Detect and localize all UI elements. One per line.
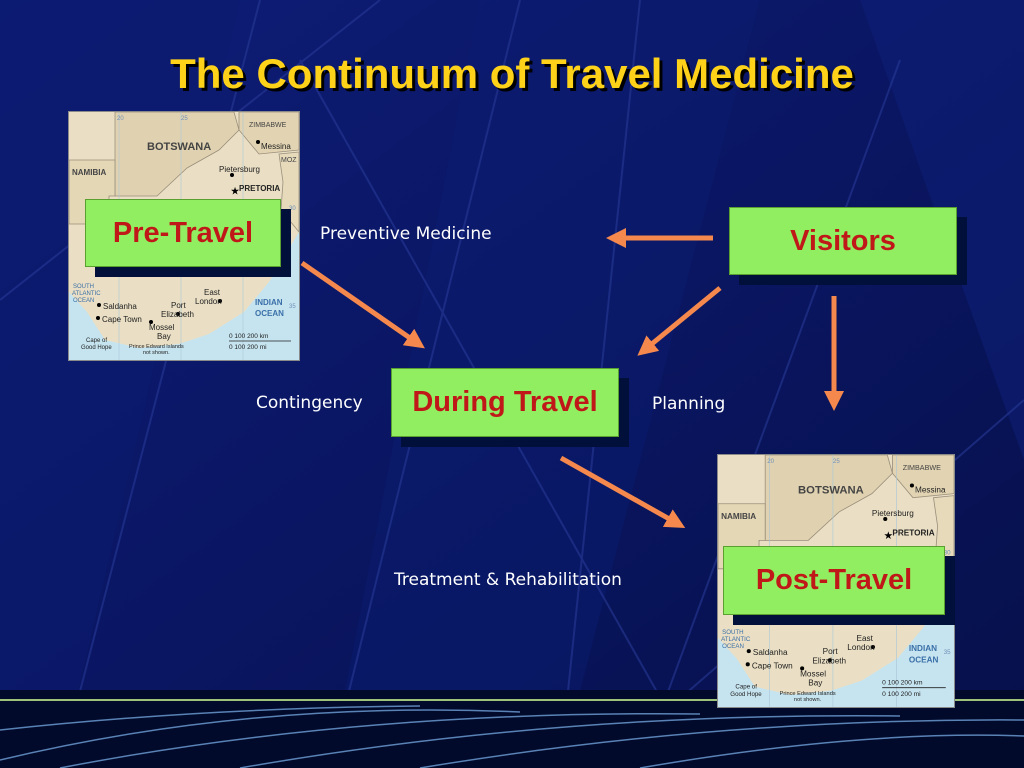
map-label-pretoria: PRETORIA	[239, 184, 280, 193]
map-label-port: Port	[171, 301, 186, 310]
map-label-mossel: Mossel	[800, 670, 826, 679]
pre-travel-box: Pre-Travel	[85, 199, 281, 267]
visitors-box: Visitors	[729, 207, 957, 275]
map-label-not-shown: not shown.	[794, 697, 822, 703]
map-grid-30: 30	[944, 550, 951, 557]
map-label-ocean-indian: OCEAN	[909, 655, 939, 664]
map-label-pretoria: PRETORIA	[892, 528, 934, 537]
map-scale-km: 0 100 200 km	[229, 333, 268, 340]
visitors-label: Visitors	[790, 224, 896, 257]
post-travel-box: Post-Travel	[723, 546, 945, 615]
label-treatment-rehabilitation: Treatment & Rehabilitation	[394, 570, 622, 590]
map-label-elizabeth: Elizabeth	[161, 310, 194, 319]
map-label-london: London	[195, 297, 222, 306]
during-travel-label: During Travel	[412, 386, 598, 418]
map-label-saldanha: Saldanha	[753, 648, 788, 657]
map-label-not-shown: not shown.	[143, 350, 170, 356]
map-label-cape-town: Cape Town	[752, 661, 793, 670]
map-grid-25: 25	[181, 116, 188, 122]
map-label-east: East	[857, 634, 874, 643]
map-label-port: Port	[823, 647, 839, 656]
map-label-bay: Bay	[808, 679, 823, 688]
map-label-london: London	[847, 643, 874, 652]
svg-text:★: ★	[883, 530, 893, 540]
map-grid-20: 20	[767, 458, 774, 465]
map-label-zimbabwe: ZIMBABWE	[249, 122, 287, 129]
map-label-good-hope: Good Hope	[730, 691, 762, 698]
map-label-atlantic: ATLANTIC	[721, 636, 751, 643]
map-label-botswana: BOTSWANA	[147, 141, 211, 153]
map-label-bay: Bay	[157, 332, 171, 341]
map-scale-km: 0 100 200 km	[882, 680, 923, 687]
post-travel-label: Post-Travel	[755, 564, 913, 596]
map-label-namibia: NAMIBIA	[721, 512, 756, 521]
arrow-visitors-to-during	[637, 286, 722, 356]
map-label-zimbabwe: ZIMBABWE	[903, 464, 941, 472]
map-label-elizabeth: Elizabeth	[812, 656, 846, 665]
map-grid-25: 25	[833, 458, 840, 465]
map-label-messina: Messina	[915, 486, 946, 495]
map-grid-35: 35	[944, 649, 951, 656]
map-label-good-hope: Good Hope	[81, 345, 112, 351]
map-label-east: East	[204, 288, 221, 297]
pre-travel-label: Pre-Travel	[112, 216, 254, 249]
map-label-pietersburg: Pietersburg	[219, 165, 260, 174]
map-label-pietersburg: Pietersburg	[872, 509, 914, 518]
label-contingency: Contingency	[256, 393, 363, 413]
map-label-south: SOUTH	[722, 629, 743, 636]
map-label-botswana: BOTSWANA	[798, 485, 864, 497]
map-label-cape-town: Cape Town	[102, 315, 142, 324]
map-label-mossel: Mossel	[149, 323, 175, 332]
map-label-ocean-indian: OCEAN	[255, 309, 284, 318]
map-label-indian: INDIAN	[255, 298, 283, 307]
arrow-pre-to-during	[300, 260, 425, 349]
map-label-ocean-atlantic: OCEAN	[73, 298, 94, 304]
slide-title: The Continuum of Travel Medicine	[170, 50, 854, 97]
map-scale-mi: 0 100 200 mi	[882, 691, 921, 698]
map-label-namibia: NAMIBIA	[72, 168, 106, 177]
label-preventive-medicine: Preventive Medicine	[320, 224, 492, 244]
map-label-atlantic: ATLANTIC	[72, 291, 101, 297]
map-label-ocean-atlantic: OCEAN	[722, 643, 744, 650]
map-label-cape-of: Cape of	[735, 684, 757, 691]
map-grid-35: 35	[289, 304, 296, 310]
svg-text:★: ★	[231, 186, 240, 196]
map-label-cape-of: Cape of	[86, 338, 107, 344]
map-grid-20: 20	[117, 116, 124, 122]
during-travel-box: During Travel	[391, 368, 619, 437]
label-planning: Planning	[652, 394, 726, 414]
map-scale-mi: 0 100 200 mi	[229, 344, 267, 351]
map-grid-30: 30	[289, 206, 296, 212]
arrow-during-to-post	[559, 455, 686, 528]
map-label-saldanha: Saldanha	[103, 302, 137, 311]
map-label-prince-edward: Prince Edward Islands	[780, 691, 836, 697]
map-label-messina: Messina	[261, 142, 291, 151]
map-label-moz: MOZ	[281, 157, 297, 164]
map-label-indian: INDIAN	[909, 644, 937, 653]
map-label-prince-edward: Prince Edward Islands	[129, 344, 184, 350]
map-label-south: SOUTH	[73, 284, 94, 290]
